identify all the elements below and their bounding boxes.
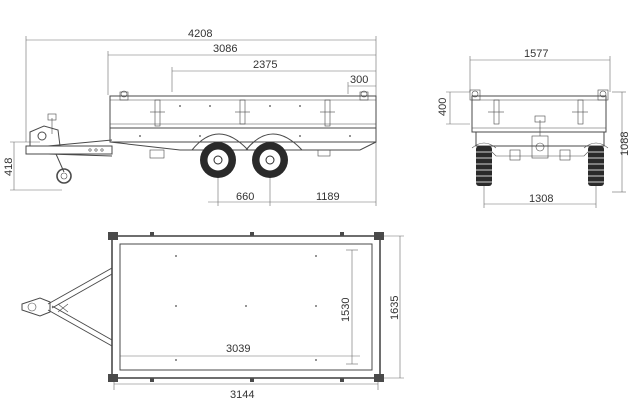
- dim-outer-length: 3144: [230, 389, 254, 401]
- cargo-box: [109, 90, 377, 159]
- dim-outer-width: 1635: [389, 296, 401, 320]
- drawbar: [25, 113, 113, 157]
- jockey-wheel: [55, 153, 72, 184]
- dim-inner-width: 1530: [340, 298, 352, 322]
- rivets: [139, 105, 351, 137]
- dim-side-height: 400: [437, 98, 449, 116]
- dim-rear-overhang: 300: [350, 74, 368, 86]
- floor-rivets: [175, 255, 317, 361]
- rear-view: 1577 400 1088 1308: [437, 48, 630, 208]
- top-dimension-lines: [113, 235, 404, 390]
- wheels-side: [191, 133, 303, 178]
- dim-overall-width: 1577: [524, 48, 548, 60]
- dim-rear-to-axle: 1189: [316, 191, 340, 203]
- dim-axle-spacing: 660: [236, 191, 254, 203]
- dim-inner-length: 3039: [226, 343, 250, 355]
- side-view: 4208 3086 2375 300 418 660 1189: [3, 28, 377, 206]
- wheels-rear: [471, 142, 609, 186]
- dim-box-with-drawbar: 3086: [213, 43, 237, 55]
- dim-overall-length: 4208: [188, 28, 212, 40]
- dim-total-height: 1088: [619, 132, 630, 156]
- top-box: [108, 232, 384, 382]
- side-dimension-lines: [10, 36, 377, 206]
- dim-track-width: 1308: [529, 193, 553, 205]
- side-straps: [150, 99, 335, 127]
- dim-box-length: 2375: [253, 59, 277, 71]
- dim-coupling-height: 418: [3, 158, 15, 176]
- top-view: 3039 1530 1635 3144: [21, 232, 404, 401]
- top-drawbar: [21, 267, 113, 347]
